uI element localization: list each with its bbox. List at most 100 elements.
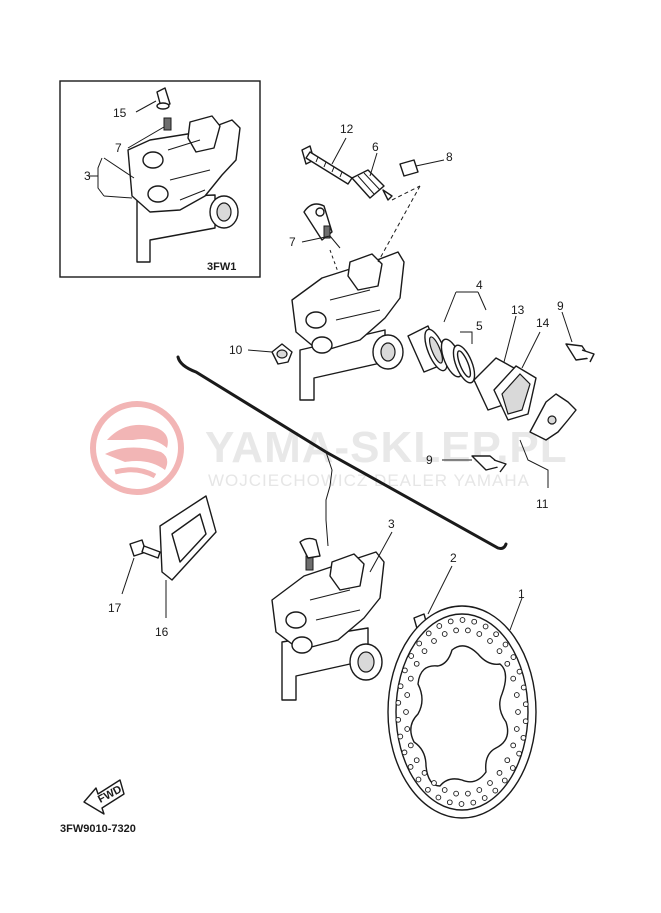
callout-12: 12	[340, 122, 354, 136]
fwd-arrow-icon: FWD	[83, 779, 125, 815]
disc-hole	[522, 701, 529, 708]
callout-10: 10	[229, 343, 243, 357]
disc-hole	[501, 777, 508, 784]
callout-11: 11	[536, 497, 549, 511]
callout-7: 7	[289, 235, 296, 249]
disc-hole	[447, 618, 454, 625]
disc-hole	[425, 630, 432, 637]
watermark: YAMA-SKLEP.PL WOJCIECHOWICZ DEALER YAMAH…	[90, 401, 567, 495]
callout-8: 8	[446, 150, 453, 164]
callout-15: 15	[113, 106, 127, 120]
callout-4: 4	[476, 278, 483, 292]
brake-pad-14-icon	[493, 365, 537, 421]
disc-hole	[476, 631, 483, 637]
bleed-screw-7-icon	[303, 203, 333, 241]
disc-hole	[404, 726, 411, 732]
disc-hole	[471, 618, 478, 625]
disc-hole	[487, 638, 493, 644]
brake-disc-1-icon	[387, 605, 537, 819]
disc-hole	[510, 742, 517, 749]
callout-2: 2	[450, 551, 457, 565]
disc-hole	[482, 623, 489, 630]
disc-hole	[441, 631, 448, 637]
callout-9-bottom: 9	[426, 453, 433, 467]
disc-hole	[510, 675, 517, 682]
disc-hole	[446, 799, 453, 806]
callout-1: 1	[518, 587, 525, 601]
disc-hole	[513, 692, 520, 698]
pad-spring-11-icon	[529, 393, 577, 441]
disc-hole	[415, 776, 422, 783]
clip-9-bottom-icon	[471, 455, 507, 473]
disc-hole	[520, 684, 527, 691]
callout-9-top: 9	[557, 299, 564, 313]
diagram-code: 3FW9010-7320	[60, 823, 136, 835]
disc-hole	[522, 718, 529, 725]
lower-caliper	[271, 537, 385, 701]
piston-4-icon	[407, 325, 448, 373]
disc-hole	[421, 648, 428, 654]
disc-holes	[395, 617, 529, 807]
disc-hole	[431, 780, 437, 786]
disc-hole	[403, 709, 409, 715]
cap-8-icon	[399, 159, 419, 177]
disc-hole	[504, 660, 511, 667]
disc-hole	[513, 726, 520, 732]
callout-13: 13	[511, 303, 525, 317]
disc-hole	[413, 660, 420, 667]
disc-hole	[397, 733, 404, 740]
watermark-logo-icon	[90, 401, 184, 495]
watermark-subtitle: WOJCIECHOWICZ DEALER YAMAHA	[208, 471, 530, 490]
callout-6: 6	[372, 140, 379, 154]
disc-hole	[421, 770, 428, 776]
exploded-caliper	[291, 251, 405, 401]
disc-hole	[465, 627, 471, 634]
disc-hole	[516, 750, 522, 757]
disc-hole	[510, 654, 517, 660]
disc-hole	[458, 801, 465, 807]
disc-hole	[404, 692, 411, 698]
disc-hole	[436, 623, 443, 629]
disc-hole	[408, 653, 415, 659]
inset-label: 3FW1	[207, 261, 236, 273]
disc-hole	[435, 794, 442, 801]
inset-box: 15 7 3 3FW1	[59, 80, 261, 278]
disc-hole	[515, 709, 521, 715]
disc-hole	[509, 765, 516, 771]
disc-hole	[397, 683, 404, 690]
boot-6-icon	[351, 169, 393, 201]
disc-hole	[407, 742, 414, 749]
plate-16-icon	[159, 495, 217, 581]
inset-caliper	[127, 115, 241, 263]
callout-7-inset: 7	[115, 141, 122, 155]
disc-hole	[487, 780, 493, 786]
disc-hole	[395, 699, 402, 706]
disc-hole	[493, 631, 499, 638]
disc-hole	[453, 627, 459, 634]
bolt-12-icon	[301, 145, 353, 185]
callout-16: 16	[155, 625, 169, 639]
disc-hole	[431, 638, 437, 644]
disc-hole	[476, 787, 483, 793]
bleed-cap-10-icon	[271, 343, 293, 365]
callout-14: 14	[536, 316, 550, 330]
bleed-cap-15-icon	[156, 87, 171, 110]
disc-hole	[413, 757, 420, 764]
disc-hole	[459, 617, 466, 623]
disc-hole	[481, 795, 488, 801]
disc-hole	[425, 786, 431, 793]
disc-hole	[504, 757, 511, 764]
disc-hole	[496, 648, 503, 654]
disc-hole	[407, 764, 414, 770]
callout-17: 17	[108, 601, 122, 615]
disc-hole	[401, 749, 408, 756]
disc-hole	[502, 641, 509, 648]
seals-5-icon	[440, 338, 476, 384]
clip-9-top-icon	[565, 343, 595, 363]
disc-hole	[395, 716, 402, 723]
disc-hole	[416, 640, 423, 647]
callout-3-inset: 3	[84, 169, 91, 183]
disc-hole	[407, 675, 414, 682]
callout-5: 5	[476, 319, 483, 333]
